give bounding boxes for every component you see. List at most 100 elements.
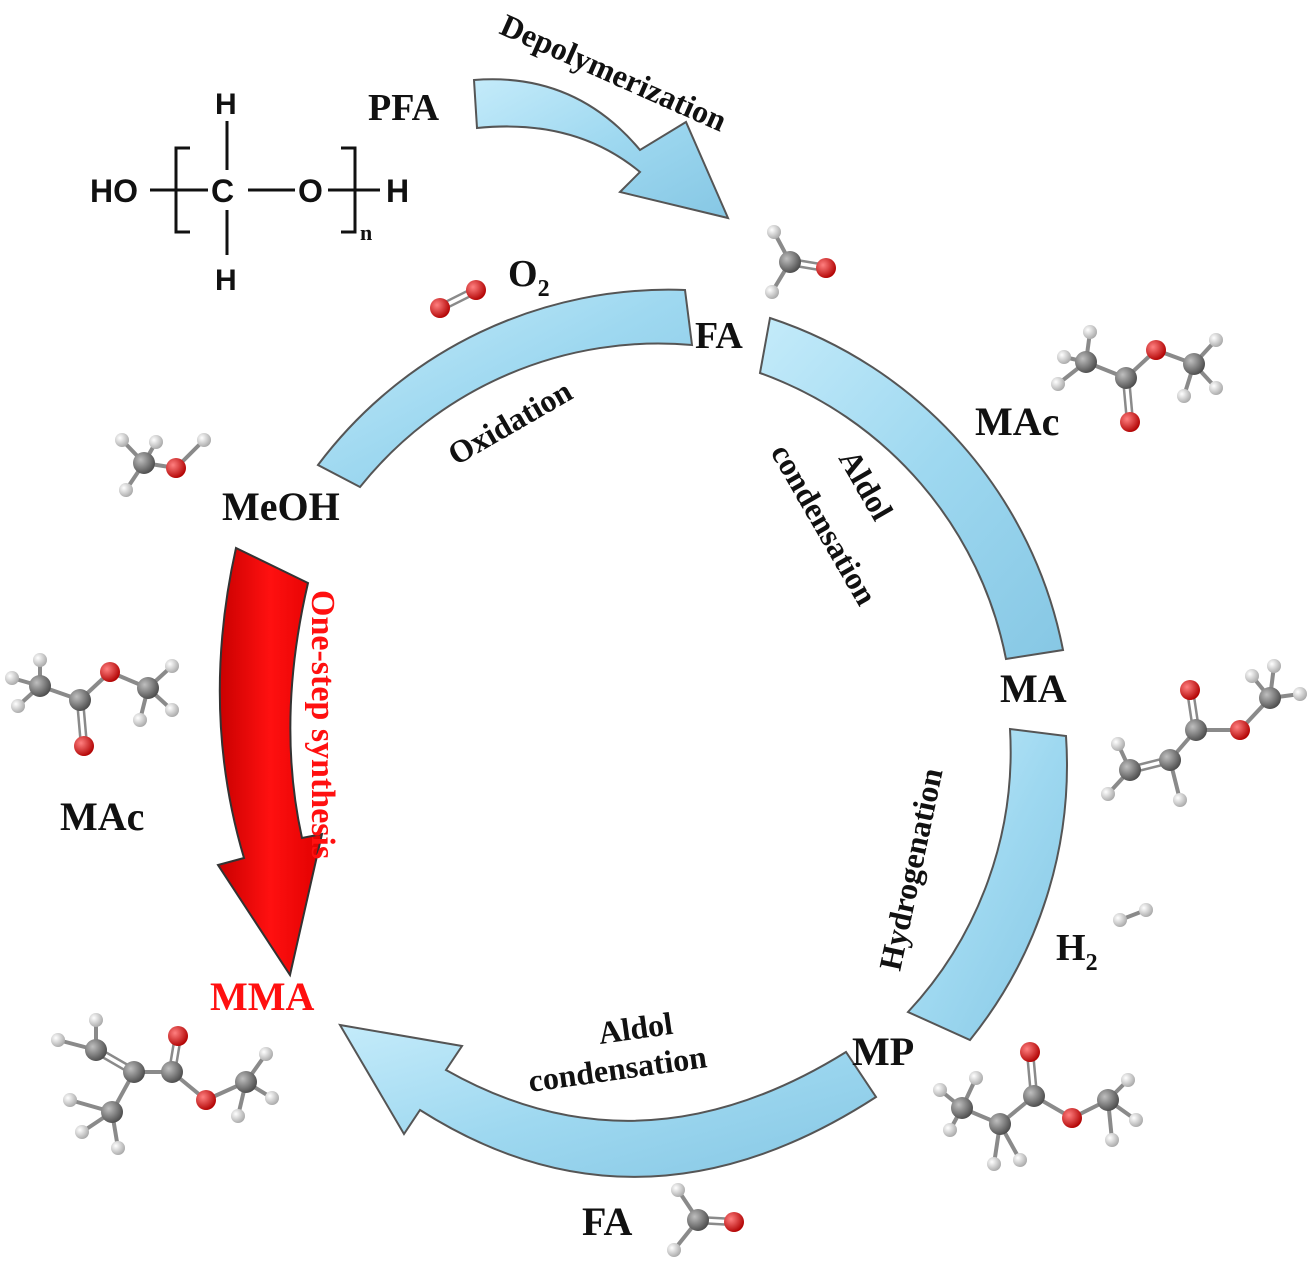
carbon-atom — [137, 677, 159, 699]
hydrogen-atom — [111, 1141, 125, 1155]
hydrogen-atom — [133, 713, 147, 727]
mac-right-label: MAc — [975, 399, 1059, 444]
hydrogen-atom — [63, 1093, 77, 1107]
hydrogen-atom — [1209, 381, 1223, 395]
aldol-top-label-1: Aldol — [832, 444, 901, 527]
carbon-atom — [1115, 367, 1137, 389]
pfa-structure: HO C O H H H n — [90, 88, 409, 297]
methyl-acetate-right-molecule — [1051, 325, 1223, 432]
pfa-carbon-label: C — [211, 173, 234, 209]
hydrogen-atom — [89, 1013, 103, 1027]
hydrogen-atom — [765, 285, 779, 299]
hydrogen-atom — [197, 433, 211, 447]
hydrogen-atom — [933, 1083, 947, 1097]
methyl-acetate-left-molecule — [5, 653, 179, 756]
hydrogen-atom — [1209, 333, 1223, 347]
hydrogen-atom — [119, 483, 133, 497]
pfa-repeat-n: n — [360, 220, 372, 245]
oxygen-atom — [168, 1026, 188, 1046]
hydrogen-atom — [987, 1157, 1001, 1171]
oxygen-atom — [816, 258, 836, 278]
hydrogen-atom — [671, 1183, 685, 1197]
oxygen-atom — [724, 1212, 744, 1232]
hydrogen-atom — [1111, 737, 1125, 751]
one-step-synthesis-arrow — [216, 546, 324, 978]
carbon-atom — [687, 1209, 709, 1231]
pfa-ho-label: HO — [90, 173, 138, 209]
mma-label: MMA — [210, 974, 315, 1019]
oxygen-atom — [1020, 1042, 1040, 1062]
oxygen-atom — [430, 298, 450, 318]
oxygen-atom — [1062, 1108, 1082, 1128]
meoh-label: MeOH — [222, 484, 340, 529]
hydrogen-atom — [1173, 793, 1187, 807]
hydrogen-atom — [1177, 389, 1191, 403]
methyl-acrylate-molecule — [1101, 659, 1307, 807]
carbon-atom — [989, 1113, 1011, 1135]
carbon-atom — [69, 689, 91, 711]
hydrogenation-label: Hydrogenation — [872, 765, 950, 974]
fa-bottom-label: FA — [582, 1199, 632, 1244]
molecules — [5, 225, 1307, 1257]
oxygen-molecule — [430, 280, 486, 318]
oxygen-atom — [1146, 340, 1166, 360]
hydrogen-atom — [11, 699, 25, 713]
hydrogen-atom — [1129, 1113, 1143, 1127]
carbon-atom — [133, 452, 155, 474]
aldol-condensation-arrow-bottom — [338, 1023, 878, 1178]
mac-left-label: MAc — [60, 794, 144, 839]
carbon-atom — [29, 675, 51, 697]
carbon-atom — [235, 1071, 257, 1093]
hydrogen-atom — [75, 1125, 89, 1139]
carbon-atom — [1097, 1089, 1119, 1111]
pfa-h-bottom-label: H — [215, 264, 237, 297]
hydrogen-atom — [231, 1109, 245, 1123]
hydrogen-molecule — [1113, 903, 1153, 927]
hydrogen-atom — [1245, 669, 1259, 683]
pfa-label: PFA — [368, 87, 440, 129]
hydrogen-atom — [165, 659, 179, 673]
hydrogen-atom — [1083, 325, 1097, 339]
hydrogen-atom — [33, 653, 47, 667]
oxygen-atom — [1230, 720, 1250, 740]
carbon-atom — [1023, 1085, 1045, 1107]
hydrogen-atom — [667, 1243, 681, 1257]
oxygen-atom — [100, 662, 120, 682]
depolymerization-arrow — [472, 78, 730, 220]
pfa-oxygen-label: O — [298, 173, 323, 209]
hydrogen-atom — [265, 1091, 279, 1105]
carbon-atom — [1185, 719, 1207, 741]
pfa-h-top-label: H — [215, 88, 237, 121]
carbon-atom — [161, 1061, 183, 1083]
hydrogen-atom — [767, 225, 781, 239]
carbon-atom — [101, 1101, 123, 1123]
oxygen-atom — [1120, 412, 1140, 432]
carbon-atom — [123, 1061, 145, 1083]
formaldehyde-top-molecule — [765, 225, 836, 299]
hydrogen-atom — [115, 433, 129, 447]
h2-label: H2 — [1056, 927, 1098, 976]
hydrogen-atom — [5, 671, 19, 685]
hydrogen-atom — [165, 703, 179, 717]
oxygen-atom — [196, 1090, 216, 1110]
carbon-atom — [1119, 759, 1141, 781]
hydrogen-atom — [1051, 377, 1065, 391]
carbon-atom — [1159, 749, 1181, 771]
hydrogen-atom — [1139, 903, 1153, 917]
fa-top-label: FA — [695, 315, 743, 357]
hydrogen-atom — [1101, 787, 1115, 801]
carbon-atom — [779, 251, 801, 273]
carbon-atom — [1183, 353, 1205, 375]
hydrogen-atom — [149, 435, 163, 449]
pfa-h-end-label: H — [386, 173, 409, 209]
hydrogen-atom — [1105, 1133, 1119, 1147]
ma-label: MA — [1000, 666, 1067, 711]
carbon-atom — [1259, 687, 1281, 709]
carbon-atom — [951, 1097, 973, 1119]
methyl-methacrylate-molecule — [51, 1013, 279, 1155]
oxygen-atom — [466, 280, 486, 300]
o2-label: O2 — [508, 253, 550, 302]
hydrogenation-arc — [906, 727, 1068, 1042]
hydrogen-atom — [1121, 1073, 1135, 1087]
